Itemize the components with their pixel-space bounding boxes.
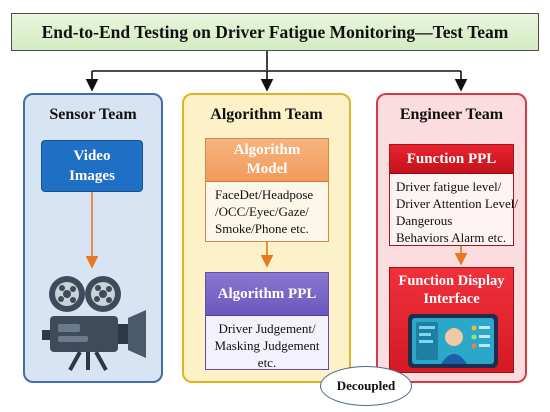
function-ppl-line: Behaviors Alarm etc.	[396, 230, 507, 245]
decoupled-ellipse: Decoupled	[320, 366, 412, 406]
algorithm-model-header: Algorithm Model	[206, 139, 328, 182]
function-ppl-box: Function PPL Driver fatigue level/ Drive…	[389, 144, 519, 246]
decoupled-label: Decoupled	[336, 378, 396, 393]
function-display-header: Function Display Interface	[390, 268, 513, 308]
algorithm-model-line: /OCC/Eyec/Gaze/	[215, 204, 309, 219]
algorithm-ppl-box: Algorithm PPL Driver Judgement/ Masking …	[205, 272, 329, 370]
function-display-header-line-1: Function Display	[398, 273, 505, 289]
algorithm-arrow	[261, 242, 273, 268]
function-ppl-line: Driver fatigue level/	[396, 179, 502, 194]
video-images-line-2: Images	[69, 168, 115, 184]
function-ppl-header: Function PPL	[390, 145, 513, 174]
algorithm-model-line: Smoke/Phone etc.	[215, 221, 309, 236]
function-display-box: Function Display Interface	[389, 267, 514, 373]
algorithm-model-header-line-2: Model	[246, 161, 288, 177]
algorithm-ppl-line: Driver Judgement/	[218, 321, 316, 336]
engineer-arrow	[455, 246, 467, 266]
function-ppl-line: Driver Attention Level/	[396, 196, 519, 211]
film-camera-icon	[42, 276, 146, 371]
video-images-line-1: Video	[73, 148, 111, 164]
engineer-team-title: Engineer Team	[399, 106, 504, 123]
function-ppl-line: Dangerous	[396, 213, 453, 228]
algorithm-ppl-content: Driver Judgement/ Masking Judgement etc.	[206, 316, 328, 371]
algorithm-model-box: Algorithm Model FaceDet/Headpose /OCC/Ey…	[205, 138, 329, 242]
algorithm-ppl-line: etc.	[257, 355, 277, 370]
algorithm-model-line: FaceDet/Headpose	[215, 187, 314, 202]
diagram-title: End-to-End Testing on Driver Fatigue Mon…	[11, 13, 539, 51]
function-ppl-content: Driver fatigue level/ Driver Attention L…	[390, 174, 519, 246]
function-display-header-line-2: Interface	[423, 291, 480, 307]
algorithm-team-title: Algorithm Team	[210, 106, 323, 123]
algorithm-model-content: FaceDet/Headpose /OCC/Eyec/Gaze/ Smoke/P…	[206, 182, 328, 237]
monitor-face-icon	[408, 314, 498, 368]
sensor-arrow	[86, 192, 98, 269]
sensor-team-title: Sensor Team	[49, 106, 137, 123]
algorithm-ppl-header: Algorithm PPL	[206, 273, 328, 316]
video-images-box: Video Images	[41, 140, 143, 192]
algorithm-model-header-line-1: Algorithm	[233, 142, 301, 158]
algorithm-ppl-line: Masking Judgement	[214, 338, 320, 353]
